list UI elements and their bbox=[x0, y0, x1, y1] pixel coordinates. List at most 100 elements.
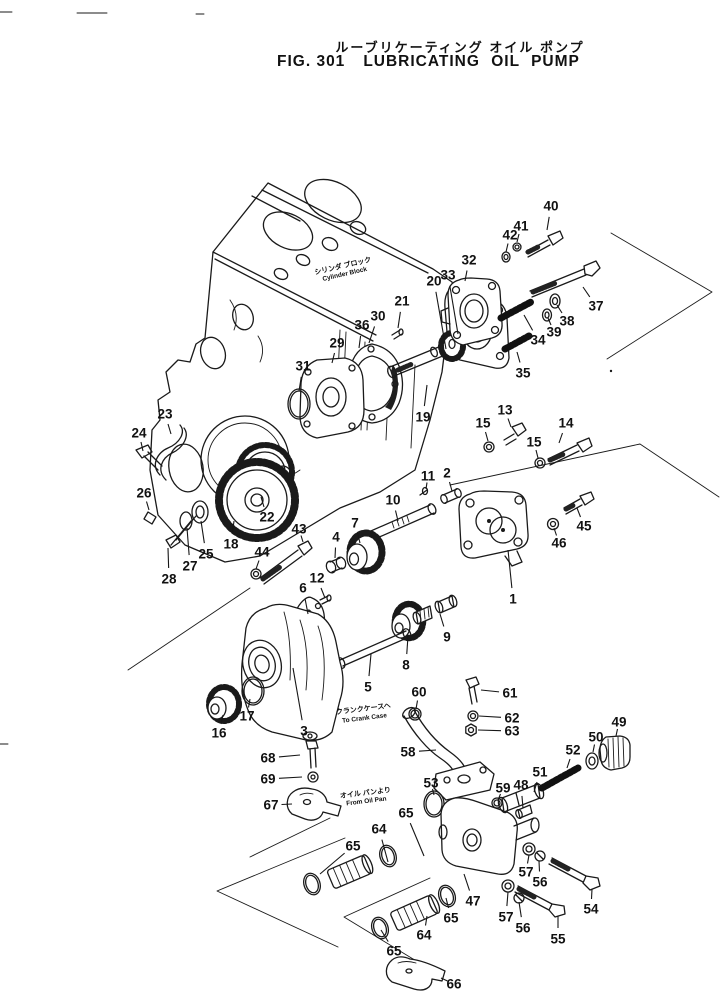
leader-line-18 bbox=[231, 520, 235, 534]
part-number-21: 21 bbox=[394, 294, 410, 309]
leader-line-53 bbox=[431, 788, 435, 796]
bolt-24 bbox=[135, 444, 163, 471]
bracket-66 bbox=[385, 956, 446, 991]
figure-title-english: LUBRICATING OIL PUMP bbox=[363, 53, 580, 70]
leader-line-21 bbox=[397, 311, 401, 329]
washer-42 bbox=[501, 251, 511, 263]
leader-line-38 bbox=[556, 304, 563, 314]
leader-line-66 bbox=[440, 977, 448, 982]
part-number-2: 2 bbox=[443, 466, 451, 481]
bolt-55 bbox=[514, 885, 566, 918]
pump-gears-shafts-drawing bbox=[250, 486, 462, 669]
bolt-68 bbox=[305, 740, 319, 769]
part-number-30: 30 bbox=[370, 309, 385, 324]
part-number-46: 46 bbox=[551, 536, 567, 551]
spring-35 bbox=[501, 332, 533, 353]
leader-line-36 bbox=[358, 335, 362, 349]
bushing-4 bbox=[325, 556, 347, 574]
flange-32-assembly-drawing bbox=[440, 230, 601, 353]
part-number-14: 14 bbox=[558, 416, 574, 431]
leader-line-61 bbox=[480, 689, 500, 693]
part-number-24: 24 bbox=[131, 426, 147, 441]
part-number-15: 15 bbox=[475, 416, 491, 431]
bolt-43 bbox=[259, 540, 313, 585]
washer-62 bbox=[467, 710, 479, 722]
figure-title-japanese: ルーブリケーティング オイル ポンプ bbox=[335, 40, 585, 55]
leader-line-54 bbox=[590, 888, 593, 900]
leader-line-17 bbox=[247, 698, 251, 708]
washer-20 bbox=[448, 338, 456, 350]
leader-line-34 bbox=[523, 314, 534, 331]
spring-52 bbox=[538, 764, 582, 792]
leader-line-65 bbox=[319, 852, 345, 875]
leader-line-57 bbox=[526, 854, 530, 864]
leader-line-19 bbox=[423, 384, 428, 407]
leader-line-60 bbox=[415, 700, 419, 710]
leader-line-30 bbox=[368, 326, 376, 344]
part-number-28: 28 bbox=[161, 572, 177, 587]
part-number-33: 33 bbox=[440, 268, 456, 283]
bolt-40 bbox=[525, 230, 564, 258]
leader-line-41 bbox=[516, 233, 520, 243]
leader-line-10 bbox=[394, 510, 399, 522]
leader-line-49 bbox=[615, 728, 619, 737]
leader-line-13 bbox=[507, 418, 512, 428]
nut-57 bbox=[522, 842, 536, 856]
leader-line-20 bbox=[435, 291, 447, 350]
leader-line-9 bbox=[439, 613, 445, 627]
part-number-15: 15 bbox=[526, 435, 542, 450]
leader-line-45 bbox=[576, 507, 582, 518]
leader-line-22 bbox=[260, 496, 265, 508]
part-number-16: 16 bbox=[211, 726, 227, 741]
part-number-44: 44 bbox=[254, 545, 270, 560]
leader-line-5 bbox=[368, 653, 372, 677]
leader-line-69 bbox=[278, 776, 303, 779]
flange-32 bbox=[447, 277, 503, 346]
leader-line-56 bbox=[538, 860, 541, 872]
leader-line-40 bbox=[546, 216, 550, 231]
leader-line-16 bbox=[220, 714, 224, 725]
leader-line-67 bbox=[281, 803, 293, 806]
part-number-12: 12 bbox=[309, 571, 324, 586]
part-number-54: 54 bbox=[583, 902, 599, 917]
o-ring-65a bbox=[303, 872, 321, 896]
washer-15 bbox=[483, 441, 495, 453]
leader-line-27 bbox=[186, 527, 190, 556]
leader-line-31 bbox=[298, 376, 302, 392]
washer-44 bbox=[250, 568, 262, 580]
part-number-65: 65 bbox=[345, 839, 361, 854]
part-number-11: 11 bbox=[421, 469, 436, 484]
fitting-48 bbox=[515, 804, 533, 820]
part-number-57: 57 bbox=[518, 865, 533, 880]
leader-line-3 bbox=[292, 667, 303, 721]
o-ring-17 bbox=[241, 676, 265, 706]
valve-housing-47 bbox=[440, 797, 518, 875]
part-number-37: 37 bbox=[588, 299, 603, 314]
to-crank-case-label: クランクケースヘ To Crank Case bbox=[335, 701, 391, 725]
part-number-51: 51 bbox=[532, 765, 548, 780]
part-number-29: 29 bbox=[329, 336, 344, 351]
leader-line-64 bbox=[424, 915, 428, 926]
washer-41 bbox=[512, 242, 522, 252]
leader-line-15 bbox=[535, 449, 539, 459]
part-number-50: 50 bbox=[588, 730, 603, 745]
part-number-39: 39 bbox=[546, 325, 561, 340]
leader-line-11 bbox=[425, 482, 428, 490]
part-number-52: 52 bbox=[565, 743, 580, 758]
pump-cover-1 bbox=[458, 490, 529, 559]
oil-pipe-23 bbox=[154, 424, 187, 481]
gear-16 bbox=[206, 684, 242, 724]
part-number-64: 64 bbox=[371, 822, 387, 837]
leader-line-46 bbox=[553, 527, 558, 536]
leader-line-65 bbox=[445, 897, 450, 909]
pump-gear-7 bbox=[346, 529, 386, 575]
part-number-68: 68 bbox=[260, 751, 276, 766]
suction-pipe-58 bbox=[402, 706, 495, 801]
plug-9 bbox=[434, 594, 458, 614]
washer-38 bbox=[549, 293, 561, 309]
leader-line-35 bbox=[516, 351, 521, 363]
part-number-22: 22 bbox=[259, 510, 274, 525]
leader-line-62 bbox=[478, 715, 502, 718]
